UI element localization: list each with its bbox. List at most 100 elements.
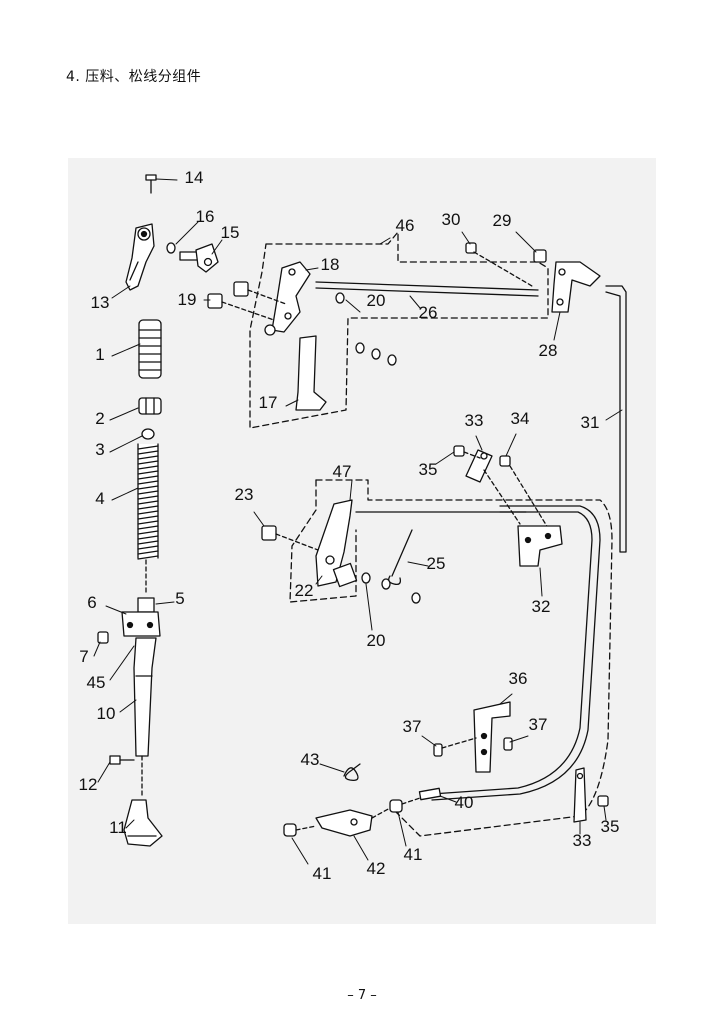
callout-label-c28: 28 bbox=[539, 341, 558, 360]
leader-line-c28 bbox=[553, 311, 561, 341]
leader-line-c37b bbox=[509, 735, 529, 743]
spring-coil bbox=[137, 460, 159, 465]
leader-line-c37a bbox=[421, 735, 437, 747]
callout-label-c16: 16 bbox=[196, 207, 215, 226]
part-14-screw bbox=[145, 174, 157, 194]
spring-coil bbox=[137, 510, 159, 515]
leader-line-c12 bbox=[97, 761, 111, 783]
part-43-spring bbox=[343, 763, 361, 781]
callout-label-c37b: 37 bbox=[529, 715, 548, 734]
callout-label-c10: 10 bbox=[97, 704, 116, 723]
callout-label-c19: 19 bbox=[178, 290, 197, 309]
part-4-spring bbox=[137, 443, 159, 560]
callout-label-c41b: 41 bbox=[404, 845, 423, 864]
spring-coil bbox=[137, 550, 159, 555]
part-16-washer bbox=[166, 242, 176, 254]
callout-label-c20b: 20 bbox=[367, 631, 386, 650]
callout-label-c7: 7 bbox=[79, 647, 88, 666]
leader-line-c4 bbox=[111, 487, 139, 501]
part-11-presser-foot bbox=[123, 799, 163, 847]
leader-line-c45 bbox=[109, 645, 135, 681]
callout-label-c17: 17 bbox=[259, 393, 278, 412]
part-18-bracket bbox=[271, 261, 311, 333]
callout-label-c37a: 37 bbox=[403, 717, 422, 736]
spring-coil bbox=[137, 535, 159, 540]
leader-line-c20a bbox=[345, 299, 361, 313]
leader-line-c41a bbox=[291, 837, 309, 865]
leader-line-c11 bbox=[125, 819, 135, 829]
leader-line-c26 bbox=[409, 295, 421, 309]
leader-line-c35b bbox=[603, 805, 607, 821]
callout-label-c29: 29 bbox=[493, 211, 512, 230]
callout-label-c46: 46 bbox=[396, 216, 415, 235]
leader-line-c16 bbox=[175, 221, 199, 245]
leader-line-c25 bbox=[407, 561, 429, 567]
callout-label-c26: 26 bbox=[419, 303, 438, 322]
part-31-rod bbox=[605, 285, 627, 553]
part-30-screw bbox=[465, 242, 533, 287]
page-number: – 7 – bbox=[347, 988, 377, 1003]
callout-label-c3: 3 bbox=[95, 440, 104, 459]
callout-label-c20a: 20 bbox=[367, 291, 386, 310]
spring-coil bbox=[137, 475, 159, 480]
leader-line-c22 bbox=[315, 575, 323, 585]
callout-label-c31: 31 bbox=[581, 413, 600, 432]
spring-coil bbox=[137, 530, 159, 535]
part-42-plate bbox=[315, 809, 373, 837]
part-10-presser-bar bbox=[133, 637, 157, 757]
callout-label-c23: 23 bbox=[235, 485, 254, 504]
part-23-screw bbox=[261, 525, 319, 551]
spring-coil bbox=[137, 480, 159, 485]
callout-label-c4: 4 bbox=[95, 489, 104, 508]
spring-coil bbox=[137, 545, 159, 550]
leader-line-c18 bbox=[305, 267, 319, 271]
callout-label-c2: 2 bbox=[95, 409, 104, 428]
spring-coil bbox=[137, 450, 159, 455]
leader-line-c46 bbox=[379, 237, 391, 245]
part-19-screws bbox=[207, 281, 287, 321]
callout-label-c11: 11 bbox=[109, 818, 127, 837]
part-22-bracket bbox=[315, 499, 358, 588]
spring-coil bbox=[137, 470, 159, 475]
part-40-end-fitting bbox=[401, 787, 442, 805]
part-3-cap bbox=[141, 428, 155, 440]
leader-line-c40 bbox=[439, 795, 457, 803]
leader-line-c5 bbox=[155, 601, 175, 605]
leader-line-c14 bbox=[155, 178, 178, 181]
spring-coil bbox=[137, 540, 159, 545]
spring-coil bbox=[137, 490, 159, 495]
part-15-pin bbox=[179, 243, 219, 273]
part-12-screw bbox=[109, 755, 135, 765]
leader-line-c34 bbox=[505, 433, 517, 457]
callout-label-c40: 40 bbox=[455, 793, 474, 812]
callout-label-c15: 15 bbox=[221, 223, 240, 242]
leader-line-c10 bbox=[119, 699, 137, 713]
callout-label-c25: 25 bbox=[427, 554, 446, 573]
leader-line-c32 bbox=[539, 567, 543, 597]
part-36-bracket bbox=[473, 701, 511, 773]
leader-line-c29 bbox=[515, 231, 537, 253]
callout-label-c45: 45 bbox=[87, 673, 106, 692]
leader-line-c15 bbox=[211, 239, 223, 255]
leader-line-c2 bbox=[109, 407, 139, 421]
spring-coil bbox=[137, 555, 159, 560]
spring-coil bbox=[137, 485, 159, 490]
callout-label-c14: 14 bbox=[185, 168, 204, 187]
spring-coil bbox=[137, 525, 159, 530]
leader-line-c36 bbox=[499, 693, 513, 705]
part-41-nut-left bbox=[283, 823, 317, 837]
spring-coil bbox=[137, 515, 159, 520]
section-title: 4. 压料、松线分组件 bbox=[66, 69, 202, 85]
spring-coil bbox=[137, 500, 159, 505]
leader-line-c42 bbox=[353, 835, 369, 861]
callout-label-c41a: 41 bbox=[313, 864, 332, 883]
callout-label-c18: 18 bbox=[321, 255, 340, 274]
diagram-canvas: 1416151346302918192026281172331333435474… bbox=[79, 168, 627, 883]
part-20-clips-upper bbox=[335, 292, 397, 366]
callout-label-c35a: 35 bbox=[419, 460, 438, 479]
part-35-screw-upper bbox=[453, 445, 481, 459]
callout-label-c12: 12 bbox=[79, 775, 98, 794]
part-33-clip-upper bbox=[465, 449, 493, 483]
spring-coil bbox=[137, 455, 159, 460]
part-28-bracket bbox=[551, 261, 601, 313]
